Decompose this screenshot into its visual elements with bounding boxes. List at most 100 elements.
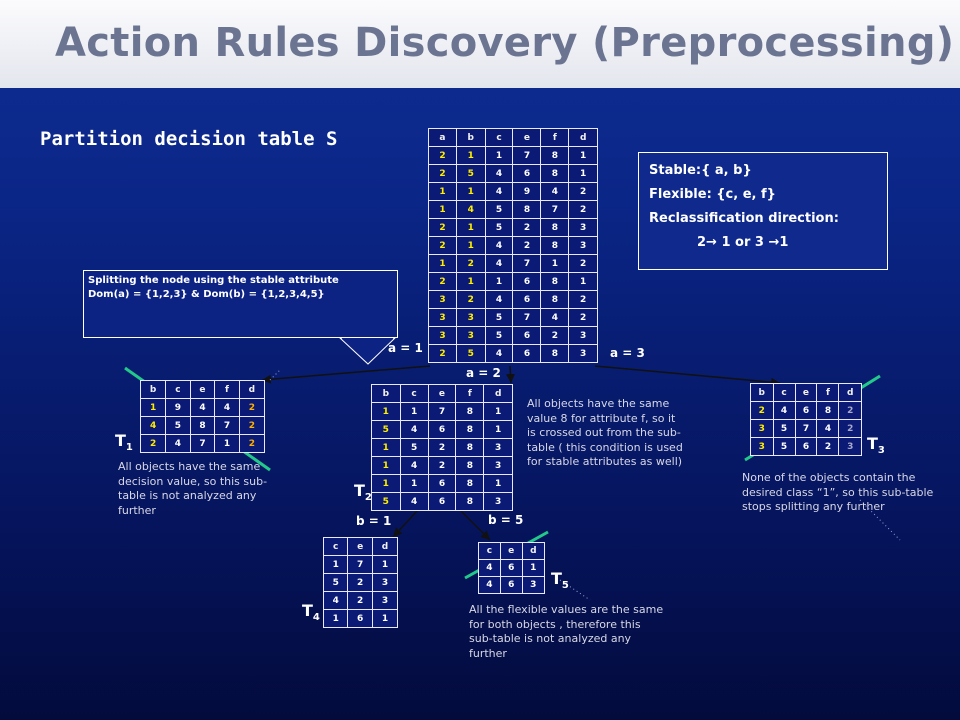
table-cell: 2 <box>838 419 862 438</box>
table-cell: 4 <box>478 559 501 577</box>
header-cell: e <box>794 383 818 402</box>
table-cell: 4 <box>540 308 570 327</box>
table-cell: 1 <box>455 236 486 255</box>
table-cell: 1 <box>371 555 399 574</box>
edge-a1 <box>261 365 431 384</box>
table-cell: 4 <box>455 200 486 219</box>
header-cell: c <box>322 537 349 556</box>
table-cell: 2 <box>816 437 840 456</box>
table-cell: 2 <box>238 434 266 453</box>
table-cell: 4 <box>399 492 429 511</box>
table-cell: 2 <box>238 398 266 417</box>
table-cell: 6 <box>512 272 542 291</box>
header-cell: c <box>399 384 429 403</box>
table-cell: 8 <box>189 416 216 435</box>
table-cell: 6 <box>512 344 542 363</box>
table-cell: 1 <box>455 182 486 201</box>
header-cell: d <box>521 542 546 560</box>
header-cell: d <box>371 537 399 556</box>
header-cell: c <box>165 380 191 399</box>
table-cell: 2 <box>428 164 457 183</box>
t2-label: T2 <box>354 481 372 504</box>
table-cell: 1 <box>371 456 401 475</box>
table-cell: 1 <box>483 474 513 493</box>
table-cell: 3 <box>568 218 598 237</box>
header-cell: d <box>483 384 513 403</box>
branch-label-a2: a = 2 <box>466 366 501 380</box>
table-cell: 1 <box>214 434 240 453</box>
header-cell: f <box>455 384 485 403</box>
table-cell: 1 <box>483 420 513 439</box>
table-cell: 3 <box>568 236 598 255</box>
table-cell: 2 <box>455 254 486 273</box>
t5-note: All the flexible values are the same for… <box>469 603 664 660</box>
table-cell: 6 <box>512 164 542 183</box>
reclassification-value: 2→ 1 or 3 →1 <box>697 235 789 250</box>
header-cell: b <box>455 128 486 147</box>
table-cell: 3 <box>568 344 598 363</box>
table-cell: 1 <box>568 272 598 291</box>
table-cell: 4 <box>322 591 349 610</box>
table-cell: 9 <box>165 398 191 417</box>
table-cell: 3 <box>428 290 457 309</box>
table-cell: 2 <box>568 200 598 219</box>
table-cell: 2 <box>428 272 457 291</box>
attributes-info-box: Stable:{ a, b} Flexible: {c, e, f} Recla… <box>638 152 888 270</box>
table-cell: 1 <box>428 200 457 219</box>
table-cell: 3 <box>428 326 457 345</box>
table-cell: 2 <box>838 401 862 420</box>
header-cell: d <box>238 380 266 399</box>
header-cell: a <box>428 128 457 147</box>
t3-note: None of the objects contain the desired … <box>742 471 934 513</box>
table-cell: 8 <box>816 401 840 420</box>
table-cell: 1 <box>428 254 457 273</box>
table-cell: 3 <box>521 576 546 594</box>
table-cell: 4 <box>165 434 191 453</box>
table-cell: 5 <box>455 344 486 363</box>
table-cell: 4 <box>189 398 216 417</box>
table-cell: 7 <box>512 254 542 273</box>
table-cell: 7 <box>427 402 457 421</box>
stable-attributes: Stable:{ a, b} <box>649 163 752 178</box>
callout-pointer <box>338 337 397 365</box>
table-cell: 2 <box>428 218 457 237</box>
edge-a2 <box>505 365 515 384</box>
table-cell: 2 <box>540 326 570 345</box>
table-cell: 1 <box>322 555 349 574</box>
table-cell: 2 <box>568 308 598 327</box>
header-cell: f <box>540 128 570 147</box>
table-cell: 8 <box>455 474 485 493</box>
table-cell: 6 <box>427 474 457 493</box>
table-cell: 2 <box>568 254 598 273</box>
table-cell: 1 <box>371 438 401 457</box>
table-cell: 8 <box>455 456 485 475</box>
table-cell: 6 <box>499 559 523 577</box>
subtitle: Partition decision table S <box>40 128 338 150</box>
table-cell: 8 <box>540 272 570 291</box>
table-cell: 7 <box>512 146 542 165</box>
header-cell: b <box>139 380 167 399</box>
table-cell: 4 <box>478 576 501 594</box>
table-cell: 5 <box>772 437 796 456</box>
table-cell: 2 <box>238 416 266 435</box>
edge-b5 <box>459 509 491 541</box>
flexible-attributes: Flexible: {c, e, f} <box>649 187 776 202</box>
table-cell: 1 <box>484 146 514 165</box>
table-cell: 2 <box>512 236 542 255</box>
